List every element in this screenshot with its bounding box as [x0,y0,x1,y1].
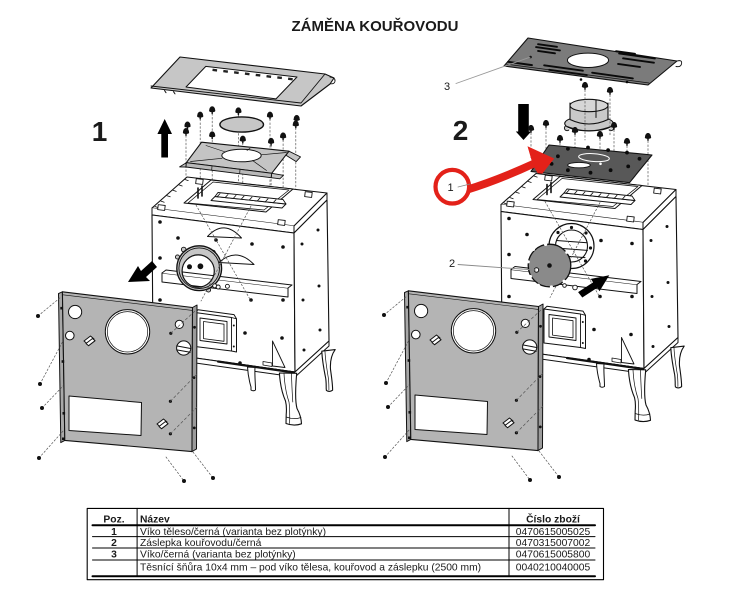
svg-text:0470315007002: 0470315007002 [516,538,591,549]
svg-text:3: 3 [111,549,117,560]
svg-text:Víko těleso/černá (varianta be: Víko těleso/černá (varianta bez plotýnky… [140,527,326,538]
svg-text:0470615005025: 0470615005025 [516,527,591,538]
svg-text:Těsnící šňůra 10x4 mm – pod ví: Těsnící šňůra 10x4 mm – pod víko tělesa,… [140,562,481,574]
svg-text:Poz.: Poz. [103,514,124,525]
svg-text:Víko/černá (varianta bez plotý: Víko/černá (varianta bez plotýnky) [140,549,296,560]
svg-text:Záslepka kouřovodu/černá: Záslepka kouřovodu/černá [140,538,262,549]
svg-text:2: 2 [449,258,455,270]
svg-text:ZÁMĚNA KOUŘOVODU: ZÁMĚNA KOUŘOVODU [292,17,459,35]
svg-text:2: 2 [111,538,117,549]
svg-text:Číslo zboží: Číslo zboží [526,512,581,525]
svg-text:0470615005800: 0470615005800 [516,549,591,560]
svg-text:Název: Název [140,514,170,525]
svg-text:0040210040005: 0040210040005 [516,563,591,574]
svg-text:1: 1 [447,182,453,194]
svg-text:1: 1 [111,527,117,538]
svg-text:3: 3 [444,81,450,93]
svg-text:2: 2 [453,115,469,146]
svg-text:1: 1 [92,116,108,147]
